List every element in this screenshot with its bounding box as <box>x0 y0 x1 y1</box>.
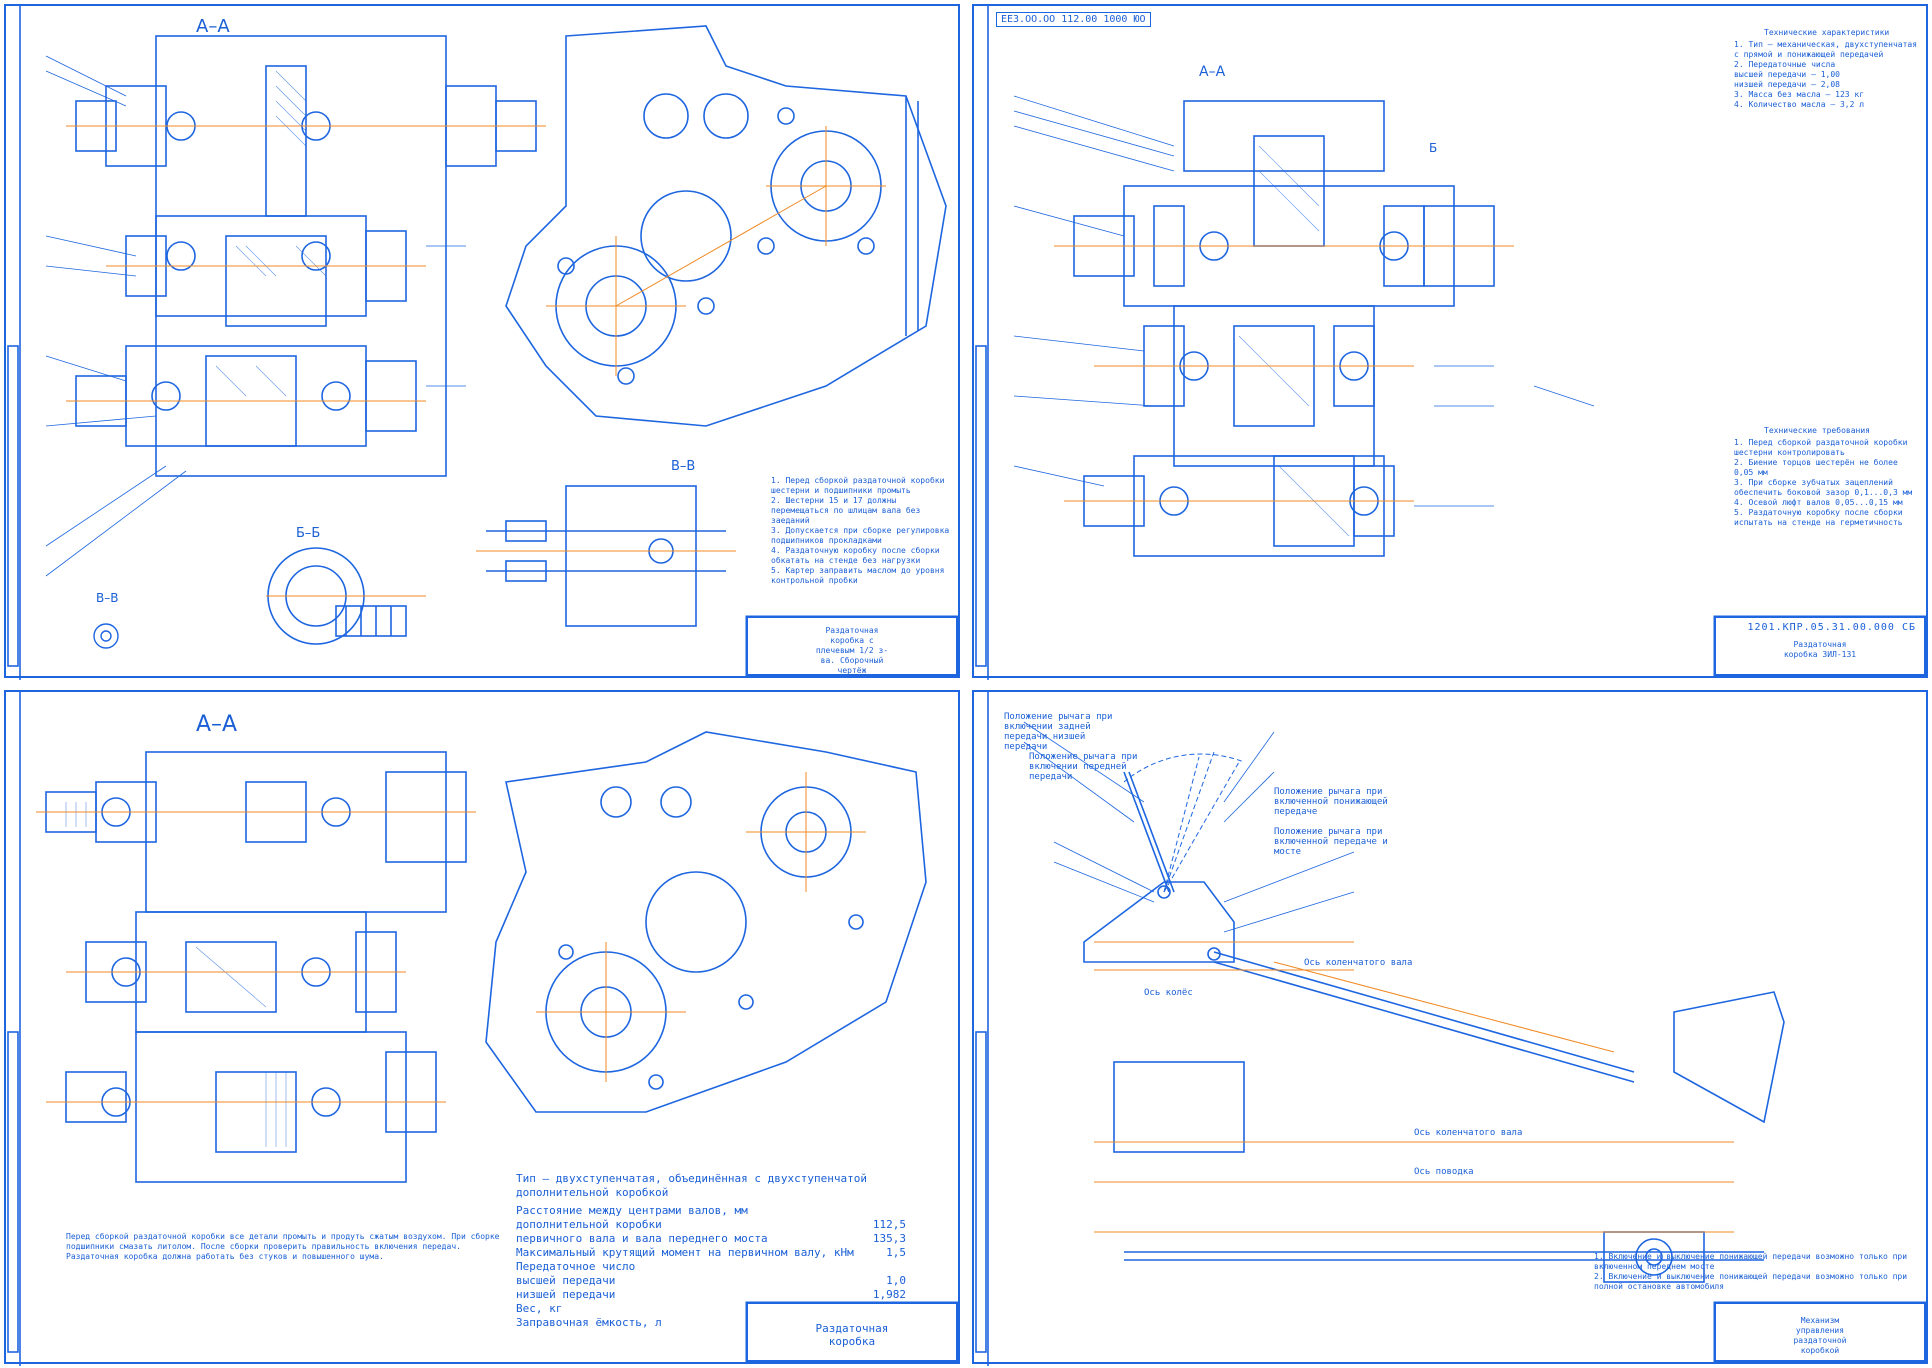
sheet-2-section-aa: А–А <box>1199 64 1226 80</box>
sheet-2-stamp-code: 1201.КПР.05.31.00.000 СБ <box>1747 622 1916 633</box>
sheet-2: ЕЕЗ.ОО.ОО 112.00 1000 ЮО А–А Б Техническ… <box>972 4 1928 680</box>
spec-row: низшей передачи 1,982 <box>516 1288 906 1302</box>
sheet-1-notes: 1. Перед сборкой раздаточной коробки шес… <box>771 476 950 585</box>
spec-row-value: 135,3 <box>872 1232 906 1245</box>
spec-row-label: первичного вала и вала переднего моста <box>516 1232 768 1245</box>
sheet-1-stamp-title: Раздаточная коробка с плечевым 1/2 з-ва.… <box>815 626 889 675</box>
spec-row-label: Вес, кг <box>516 1302 563 1315</box>
sheet-3-stamp-title: Раздаточная коробка <box>815 1322 889 1348</box>
sheet-2-top-code: ЕЕЗ.ОО.ОО 112.00 1000 ЮО <box>996 12 1151 27</box>
sheet-2-tech-title: Технические характеристики <box>1764 28 1890 37</box>
sheet-2-drawing <box>975 6 1927 680</box>
sheet-4-callout-4: Положение рычага при включенной передаче… <box>1274 827 1388 857</box>
sheet-4-drawing <box>975 692 1927 1366</box>
spec-row-label: высшей передачи <box>516 1274 616 1287</box>
sheet-4-stamp-title: Механизм управления раздаточной коробкой <box>1793 1316 1847 1355</box>
section-label-aa: А–А <box>196 16 230 37</box>
sheet-4-axis-2: Ось коленчатого вала <box>1304 958 1413 968</box>
spec-row: Максимальный крутящий момент на первично… <box>516 1246 906 1260</box>
sheet-2-stamp: 1201.КПР.05.31.00.000 СБ Раздаточная кор… <box>1714 616 1926 676</box>
sheet-4: Положение рычага при включении задней пе… <box>972 690 1928 1366</box>
spec-row: дополнительной коробки 112,5 <box>516 1218 906 1232</box>
sheet-2-section-b: Б <box>1429 141 1438 155</box>
spec-row-label: Максимальный крутящий момент на первично… <box>516 1246 854 1259</box>
sheet-2-tech-notes: 1. Тип – механическая, двухступенчатая с… <box>1734 40 1918 109</box>
sheet-4-callout-1: Положение рычага при включении задней пе… <box>1004 712 1113 752</box>
spec-row-label: Передаточное число <box>516 1260 636 1273</box>
sheet-4-notes: 1. Включение и выключение понижающей пер… <box>1594 1252 1908 1291</box>
spec-row-value: 1,0 <box>886 1274 906 1287</box>
sheet-4-axis-3: Ось поводка <box>1414 1167 1474 1177</box>
spec-row: высшей передачи 1,0 <box>516 1274 906 1288</box>
sheet-4-callout-2: Положение рычага при включении передней … <box>1029 752 1138 782</box>
sheet-3: А–А Тип – двухступенчатая, объединённая … <box>4 690 960 1366</box>
spec-row-value: 1,982 <box>872 1288 906 1301</box>
sheet-2-stamp-title: Раздаточная коробка ЗИЛ-131 <box>1783 640 1857 659</box>
section-label-bb: Б–Б <box>296 526 321 541</box>
sheet-1-drawing <box>7 6 959 680</box>
spec-row-label: дополнительной коробки <box>516 1218 662 1231</box>
sheet-3-stamp: Раздаточная коробка <box>746 1302 958 1362</box>
sheet-4-stamp: Механизм управления раздаточной коробкой <box>1714 1302 1926 1362</box>
sheet-2-req-notes: 1. Перед сборкой раздаточной коробки шес… <box>1734 438 1913 527</box>
sheet-4-axis-4: Ось коленчатого вала <box>1414 1128 1523 1138</box>
spec-row-value: 112,5 <box>872 1218 906 1231</box>
sheet-3-section-aa: А–А <box>196 712 238 737</box>
spec-row-label: низшей передачи <box>516 1288 616 1301</box>
spec-row-value: 1,5 <box>886 1246 906 1259</box>
sheet-1: А–А Б–Б В–В В–В 1. Перед сборкой раздато… <box>4 4 960 680</box>
section-label-vv: В–В <box>671 459 696 474</box>
sheet-2-req-title: Технические требования <box>1764 426 1870 435</box>
spec-row-label: Расстояние между центрами валов, мм <box>516 1204 748 1217</box>
sheet-1-stamp: Раздаточная коробка с плечевым 1/2 з-ва.… <box>746 616 958 676</box>
sheet-3-notes: Перед сборкой раздаточной коробки все де… <box>66 1232 500 1261</box>
spec-row: Расстояние между центрами валов, мм <box>516 1204 906 1218</box>
sheet-3-spec-title: Тип – двухступенчатая, объединённая с дв… <box>516 1172 867 1199</box>
spec-row: первичного вала и вала переднего моста 13… <box>516 1232 906 1246</box>
sheet-4-callout-3: Положение рычага при включенной понижающ… <box>1274 787 1388 817</box>
section-label-vv-small: В–В <box>96 591 119 605</box>
spec-row-label: Заправочная ёмкость, л <box>516 1316 662 1329</box>
sheet-3-spec: Тип – двухступенчатая, объединённая с дв… <box>516 1172 906 1330</box>
spec-row: Передаточное число <box>516 1260 906 1274</box>
sheet-4-axis-1: Ось колёс <box>1144 988 1193 998</box>
